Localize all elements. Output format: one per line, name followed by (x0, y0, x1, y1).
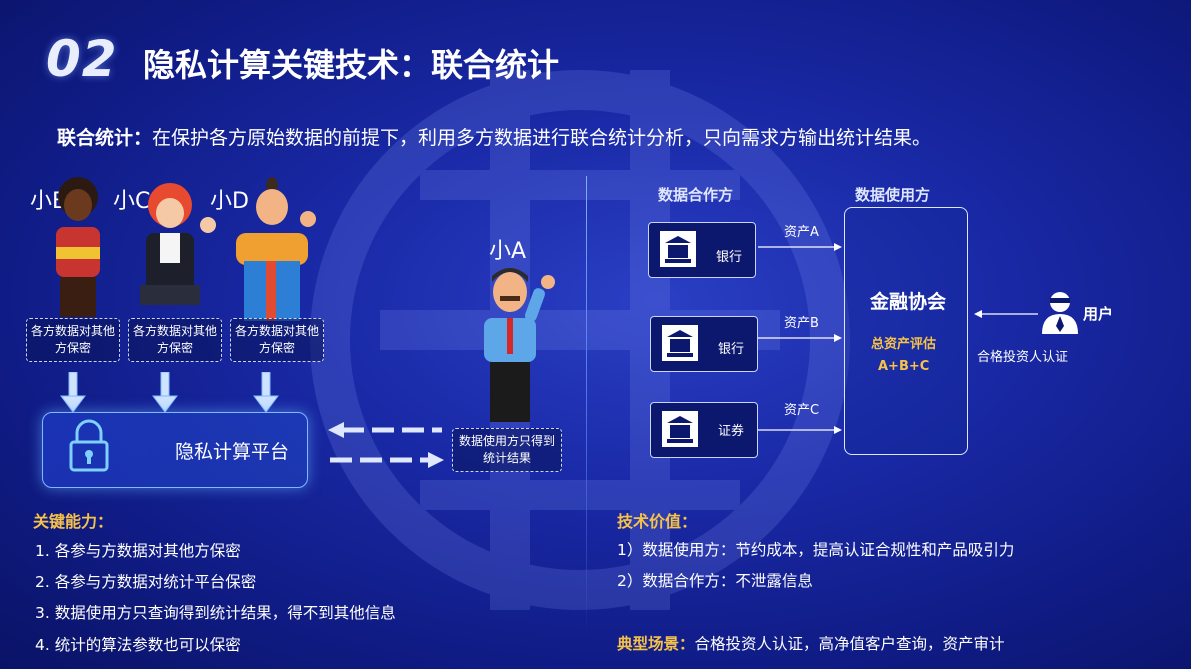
securities-icon (662, 411, 698, 447)
capability-item-1: 1. 各参与方数据对其他方保密 (35, 542, 241, 560)
center-divider (586, 176, 587, 636)
participant-name-c: 小C (113, 189, 151, 214)
value-item-1: 1）数据使用方：节约成本，提高认证合规性和产品吸引力 (617, 541, 1015, 559)
person-a-figure (484, 268, 555, 422)
down-arrows (60, 372, 279, 413)
asset-arrows (758, 243, 842, 434)
capability-item-3: 3. 数据使用方只查询得到统计结果，得不到其他信息 (35, 604, 396, 622)
intro-label: 联合统计： (57, 127, 153, 149)
participants-illustration (56, 177, 316, 321)
person-d-figure (236, 177, 316, 321)
source-label-2: 银行 (718, 342, 745, 357)
lock-icon (69, 419, 109, 472)
bank-icon (660, 231, 696, 267)
participant-tag-d: 各方数据对其他方保密 (230, 318, 324, 362)
value-heading: 技术价值： (617, 512, 698, 531)
platform-label: 隐私计算平台 (175, 441, 290, 463)
scenario-text: 合格投资人认证，高净值客户查询，资产审计 (694, 635, 1005, 653)
capability-item-2: 2. 各参与方数据对统计平台保密 (35, 573, 257, 591)
exchange-arrows (328, 422, 444, 468)
participant-tag-c: 各方数据对其他方保密 (128, 318, 222, 362)
bank-icon (662, 325, 698, 361)
end-user-label: 用户 (1083, 305, 1114, 323)
scenario-line: 典型场景：合格投资人认证，高净值客户查询，资产审计 (617, 632, 1005, 654)
user-arrow (974, 310, 1038, 318)
consumer-heading: 数据使用方 (855, 186, 931, 204)
page-title: 隐私计算关键技术：联合统计 (143, 46, 560, 84)
association-name: 金融协会 (870, 291, 947, 313)
user-icon (1042, 292, 1078, 334)
source-label-1: 银行 (716, 250, 743, 265)
person-c-figure (140, 183, 216, 305)
capability-item-4: 4. 统计的算法参数也可以保密 (35, 636, 241, 654)
end-user-caption: 合格投资人认证 (977, 350, 1069, 365)
asset-label-a: 资产A (784, 225, 819, 240)
asset-label-c: 资产C (784, 403, 820, 418)
user-tag-a: 数据使用方只得到统计结果 (452, 428, 562, 472)
scenario-label: 典型场景： (617, 635, 695, 653)
intro-body: 在保护各方原始数据的前提下，利用多方数据进行联合统计分析，只向需求方输出统计结果… (152, 127, 932, 149)
user-name-a: 小A (489, 239, 527, 264)
participant-tag-b: 各方数据对其他方保密 (26, 318, 120, 362)
cooperator-heading: 数据合作方 (658, 186, 734, 204)
privacy-platform-box (42, 412, 308, 488)
asset-label-b: 资产B (784, 316, 819, 331)
association-metric: 总资产评估 (871, 337, 937, 352)
section-number: 02 (46, 30, 118, 88)
association-formula: A+B+C (878, 359, 930, 374)
participant-name-d: 小D (210, 189, 249, 214)
value-item-2: 2）数据合作方：不泄露信息 (617, 572, 813, 590)
source-label-3: 证券 (718, 424, 745, 439)
person-b-figure (56, 177, 100, 317)
capabilities-heading: 关键能力： (33, 512, 114, 531)
association-box (844, 207, 968, 455)
intro-text: 联合统计：在保护各方原始数据的前提下，利用多方数据进行联合统计分析，只向需求方输… (57, 123, 931, 150)
